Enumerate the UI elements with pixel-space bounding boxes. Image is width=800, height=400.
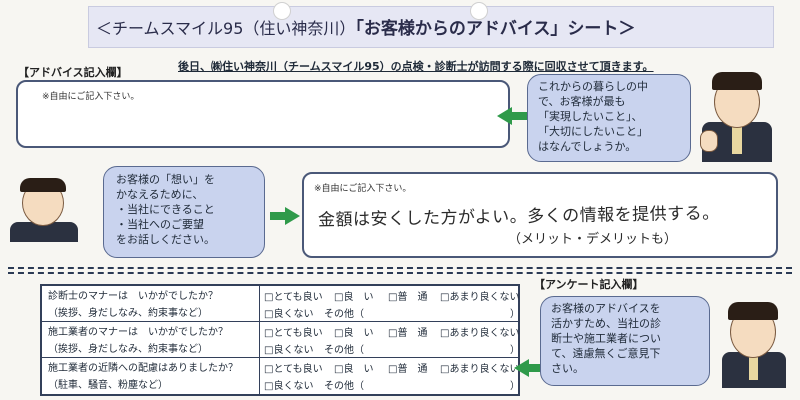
bubble1-line: はなんでしょうか。	[538, 140, 637, 153]
consultant-illustration-2	[6, 176, 84, 242]
speech-bubble-1: これからの暮らしの中 で、お客様が最も 「実現したいこと」、 「大切にしたいこと…	[527, 74, 691, 162]
table-row: 施工業者の近隣への配慮はありましたか？ （駐車、騒音、粉塵など） □とても良い …	[42, 358, 520, 394]
speech-bubble-2: お客様の「想い」を かなえるために、 ・当社にできること ・当社へのご要望 をお…	[103, 166, 265, 258]
bubble2-line: をお話しください。	[116, 233, 215, 246]
title-banner	[88, 6, 774, 48]
bubble3-line: さい。	[551, 362, 584, 375]
question-cell: 施工業者のマナーは いかがでしたか？ （挨拶、身だしなみ、約束事など）	[42, 322, 260, 357]
option-average[interactable]: □普 通	[388, 364, 428, 375]
bubble2-line: かなえるために、	[116, 188, 204, 201]
consultant-illustration-1	[696, 64, 780, 162]
table-row: 診断士のマナーは いかがでしたか？ （挨拶、身だしなみ、約束事など） □とても良…	[42, 286, 520, 322]
separator	[8, 272, 792, 274]
option-average[interactable]: □普 通	[388, 292, 428, 303]
option-not-so-good[interactable]: □あまり良くない	[440, 364, 520, 375]
question-note: （挨拶、身だしなみ、約束事など）	[48, 308, 208, 319]
title-prefix: ＜チームスマイル95（住い神奈川）	[96, 19, 356, 38]
bubble3-line: て、遠慮無くご意見下	[551, 347, 661, 360]
answer-cell: □とても良い □良 い □普 通 □あまり良くない □良くない その他（ ）	[262, 322, 520, 357]
question-text: 施工業者のマナーは いかがでしたか？	[48, 327, 228, 338]
speech-bubble-3: お客様のアドバイスを 活かすため、当社の診 断士や施工業者につい て、遠慮無くご…	[540, 296, 710, 386]
option-bad[interactable]: □良くない	[264, 381, 314, 392]
table-row: 施工業者のマナーは いかがでしたか？ （挨拶、身だしなみ、約束事など） □とても…	[42, 322, 520, 358]
option-not-so-good[interactable]: □あまり良くない	[440, 292, 520, 303]
advice-input-box-2[interactable]: ※自由にご記入下さい。 金額は安くした方がよい。多くの情報を提供する。 （メリッ…	[302, 172, 778, 258]
question-cell: 診断士のマナーは いかがでしたか？ （挨拶、身だしなみ、約束事など）	[42, 286, 260, 321]
question-note: （駐車、騒音、粉塵など）	[48, 380, 168, 391]
punch-hole	[273, 2, 291, 20]
option-very-good[interactable]: □とても良い	[264, 292, 323, 303]
advice-input-box-1[interactable]: ※自由にご記入下さい。	[16, 80, 510, 148]
option-not-so-good[interactable]: □あまり良くない	[440, 328, 520, 339]
answer-cell: □とても良い □良 い □普 通 □あまり良くない □良くない その他（ ）	[262, 286, 520, 321]
survey-table: 診断士のマナーは いかがでしたか？ （挨拶、身だしなみ、約束事など） □とても良…	[40, 284, 520, 396]
question-text: 診断士のマナーは いかがでしたか？	[48, 291, 218, 302]
handwritten-comment-2: （メリット・デメリットも）	[508, 232, 678, 247]
option-other[interactable]: その他（	[324, 345, 364, 356]
arrow-left-icon	[497, 107, 512, 125]
bubble2-line: ・当社にできること	[116, 203, 215, 216]
option-good[interactable]: □良 い	[334, 292, 374, 303]
consultant-illustration-3	[716, 298, 792, 388]
title-main: 「お客様からのアドバイス」シート＞	[355, 19, 636, 39]
bubble3-line: 活かすため、当社の診	[551, 317, 661, 330]
bubble3-line: 断士や施工業者につい	[551, 332, 661, 345]
bubble1-line: 「実現したいこと」、	[538, 110, 643, 123]
advice-hint-2: ※自由にご記入下さい。	[314, 184, 412, 194]
punch-hole	[470, 2, 488, 20]
arrow-shaft	[528, 364, 542, 372]
question-text: 施工業者の近隣への配慮はありましたか？	[48, 363, 238, 374]
bubble2-line: ・当社へのご要望	[116, 218, 204, 231]
option-other[interactable]: その他（	[324, 309, 364, 320]
advice-hint-1: ※自由にご記入下さい。	[42, 92, 140, 102]
arrow-shaft	[512, 112, 528, 120]
advice-section-label: 【アドバイス記入欄】	[18, 66, 128, 79]
bubble1-line: これからの暮らしの中	[538, 80, 648, 93]
option-bad[interactable]: □良くない	[264, 345, 314, 356]
subtitle: 後日、㈱住い神奈川（チームスマイル95）の点検・診断士が訪問する際に回収させて頂…	[178, 60, 654, 73]
arrow-right-icon	[285, 207, 300, 225]
bubble2-line: お客様の「想い」を	[116, 173, 215, 186]
separator	[8, 267, 792, 269]
question-note: （挨拶、身だしなみ、約束事など）	[48, 344, 208, 355]
handwritten-comment: 金額は安くした方がよい。多くの情報を提供する。	[317, 203, 720, 231]
other-close: ）	[510, 381, 520, 392]
other-close: ）	[510, 345, 520, 356]
other-close: ）	[510, 309, 520, 320]
option-average[interactable]: □普 通	[388, 328, 428, 339]
option-good[interactable]: □良 い	[334, 328, 374, 339]
answer-cell: □とても良い □良 い □普 通 □あまり良くない □良くない その他（ ）	[262, 358, 520, 394]
arrow-shaft	[270, 212, 286, 220]
survey-section-label: 【アンケート記入欄】	[534, 278, 644, 291]
bubble3-line: お客様のアドバイスを	[551, 302, 661, 315]
page-title: ＜チームスマイル95（住い神奈川）「お客様からのアドバイス」シート＞	[96, 14, 635, 39]
option-very-good[interactable]: □とても良い	[264, 328, 323, 339]
question-cell: 施工業者の近隣への配慮はありましたか？ （駐車、騒音、粉塵など）	[42, 358, 260, 394]
bubble1-line: 「大切にしたいこと」	[538, 125, 648, 138]
option-very-good[interactable]: □とても良い	[264, 364, 323, 375]
arrow-left-icon	[514, 359, 529, 377]
option-good[interactable]: □良 い	[334, 364, 374, 375]
option-other[interactable]: その他（	[324, 381, 364, 392]
bubble1-line: で、お客様が最も	[538, 95, 626, 108]
option-bad[interactable]: □良くない	[264, 309, 314, 320]
